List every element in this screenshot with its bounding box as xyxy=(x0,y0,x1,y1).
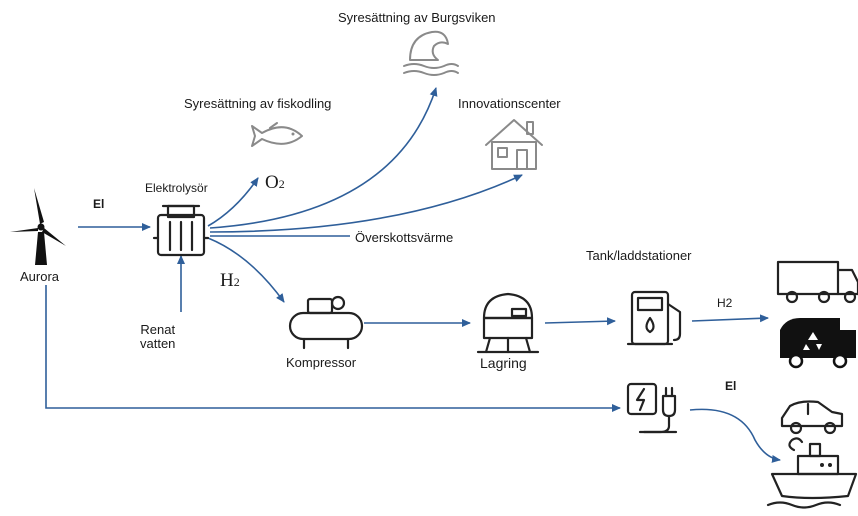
arrow-aurora-to-charging xyxy=(45,285,621,412)
arrow-charging-to-ship xyxy=(689,408,781,463)
arrow-lagring-to-tank xyxy=(544,317,616,326)
storage-tank-icon xyxy=(476,292,540,354)
car-icon xyxy=(780,400,844,435)
house-icon xyxy=(485,119,543,170)
fish-icon xyxy=(251,122,303,147)
fuel-pump-icon xyxy=(626,290,682,346)
label-tank: Tank/laddstationer xyxy=(586,248,692,263)
label-el-charge: El xyxy=(725,379,737,393)
arrow-tank-to-vehicles xyxy=(691,314,769,323)
label-fiskodling: Syresättning av fiskodling xyxy=(184,96,332,111)
label-aurora: Aurora xyxy=(20,269,60,284)
label-el-wind: El xyxy=(93,197,105,211)
label-h2-main: H2 xyxy=(220,270,240,291)
compressor-icon xyxy=(288,295,364,350)
label-burgsviken: Syresättning av Burgsviken xyxy=(338,10,496,25)
label-kompressor: Kompressor xyxy=(286,355,357,370)
arrow-to-fiskodling xyxy=(207,177,259,227)
label-elektrolysor: Elektrolysör xyxy=(145,181,208,195)
label-lagring: Lagring xyxy=(480,355,527,371)
arrow-to-innovation xyxy=(209,174,523,233)
label-overskott: Överskottsvärme xyxy=(355,230,454,245)
ship-icon xyxy=(766,437,858,509)
charging-station-icon xyxy=(626,382,678,434)
arrow-to-kompressor xyxy=(207,237,285,303)
garbage-truck-icon xyxy=(780,318,856,369)
truck-icon xyxy=(776,260,858,304)
label-o2: O2 xyxy=(265,172,285,193)
label-h2-truck: H2 xyxy=(717,296,733,310)
wave-icon xyxy=(403,30,459,76)
arrow-to-burgsviken xyxy=(209,87,438,229)
label-innovation: Innovationscenter xyxy=(458,96,561,111)
wind-turbine-icon xyxy=(10,188,66,265)
electrolyzer-icon xyxy=(152,204,210,257)
